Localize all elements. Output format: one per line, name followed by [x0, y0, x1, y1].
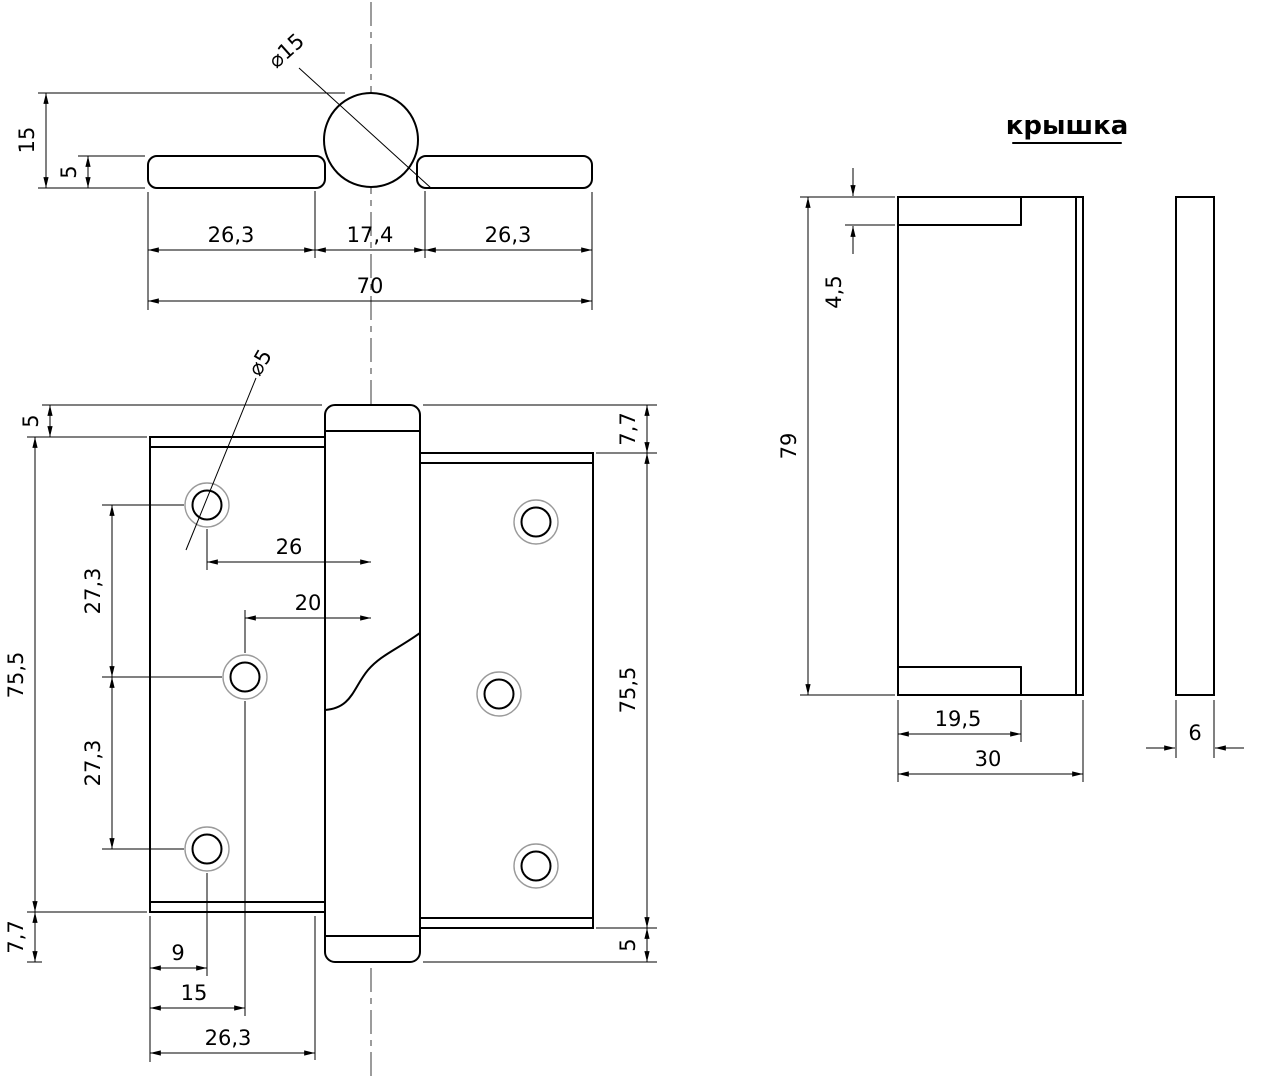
diameter5-leader-line [185, 377, 257, 551]
dim-hole-pitch-lower-label: 27,3 [81, 740, 105, 787]
diameter15-leader-line [298, 67, 432, 189]
screw-holes-left [184, 482, 268, 872]
dim-bottom-right-offset-label: 5 [616, 938, 640, 951]
dim-leaf-width-label: 26,3 [205, 1026, 252, 1050]
screw-hole [520, 506, 552, 538]
top-view: ⌀15 15 5 26,3 17,4 26,3 70 [15, 29, 593, 310]
dim-left-leaf-label: 26,3 [208, 223, 255, 247]
screw-hole [520, 850, 552, 882]
front-view: ⌀5 5 7,7 75,5 5 75,5 [4, 345, 657, 1062]
dim-total-width-label: 70 [357, 274, 384, 298]
dim-leaf-thickness-label: 5 [57, 165, 81, 178]
dim-cover-flange-label: 4,5 [822, 275, 846, 308]
dim-width-chain: 26,3 17,4 26,3 70 [147, 191, 593, 310]
dim-cover-height: 79 [777, 196, 895, 696]
dim-knuckle-label: 17,4 [347, 223, 394, 247]
screw-hole [483, 678, 515, 710]
dim-knuckle-height-label: 15 [15, 127, 39, 154]
left-leaf-section [147, 155, 326, 189]
dim-edge-to-hole-label: 9 [171, 941, 184, 965]
cover-title: крышка [1006, 111, 1129, 141]
cover-side-view [1175, 196, 1215, 696]
diameter5-label: ⌀5 [243, 345, 277, 380]
diameter15-label: ⌀15 [264, 29, 309, 73]
dim-cover-outer-width-label: 30 [975, 747, 1002, 771]
dim-hole-pitch: 27,3 27,3 [81, 504, 222, 850]
dim-cover-thickness-label: 6 [1188, 721, 1201, 745]
cover-front-view [897, 196, 1084, 696]
dim-cover-flange: 4,5 [822, 168, 895, 309]
hinge-barrel [324, 404, 421, 963]
dim-right-leaf-height-label: 75,5 [616, 667, 640, 714]
dim-hole-to-axis-middle-label: 20 [295, 591, 322, 615]
dim-top-left-offset: 5 [19, 404, 322, 438]
dim-right-leaf-label: 26,3 [485, 223, 532, 247]
dim-hole-pitch-upper-label: 27,3 [81, 568, 105, 615]
dim-hole-to-axis-top: 26 [206, 529, 371, 570]
screw-hole [191, 489, 223, 521]
cover-view: крышка 79 4,5 [777, 111, 1244, 782]
dim-top-right-offset-label: 7,7 [616, 412, 640, 445]
knuckle-circle [323, 92, 419, 188]
dim-cover-height-label: 79 [777, 433, 801, 460]
dim-leaf-thickness: 5 [57, 155, 145, 188]
dim-edge-to-middle-hole-label: 15 [181, 981, 208, 1005]
dim-left-chain: 75,5 7,7 [4, 436, 147, 963]
dim-right-chain: 7,7 75,5 5 [423, 404, 657, 963]
dim-top-left-offset-label: 5 [19, 414, 43, 427]
barrel-knuckle-split-curve [324, 632, 421, 711]
screw-holes-right [476, 499, 559, 889]
dim-cover-widths: 19,5 30 [897, 700, 1084, 782]
dim-knuckle-height: 15 [15, 92, 345, 189]
screw-hole [229, 661, 261, 693]
dim-cover-inner-width-label: 19,5 [935, 707, 982, 731]
dim-bottom-chain: 9 15 26,3 [149, 701, 316, 1062]
dim-cover-thickness: 6 [1146, 700, 1244, 758]
dim-bottom-left-offset-label: 7,7 [4, 920, 28, 953]
cover-outline [897, 196, 1084, 696]
dim-hole-to-axis-middle: 20 [244, 591, 371, 653]
screw-hole [191, 833, 223, 865]
dim-left-leaf-height-label: 75,5 [4, 652, 28, 699]
right-leaf-section [416, 155, 593, 189]
dim-hole-to-axis-top-label: 26 [276, 535, 303, 559]
